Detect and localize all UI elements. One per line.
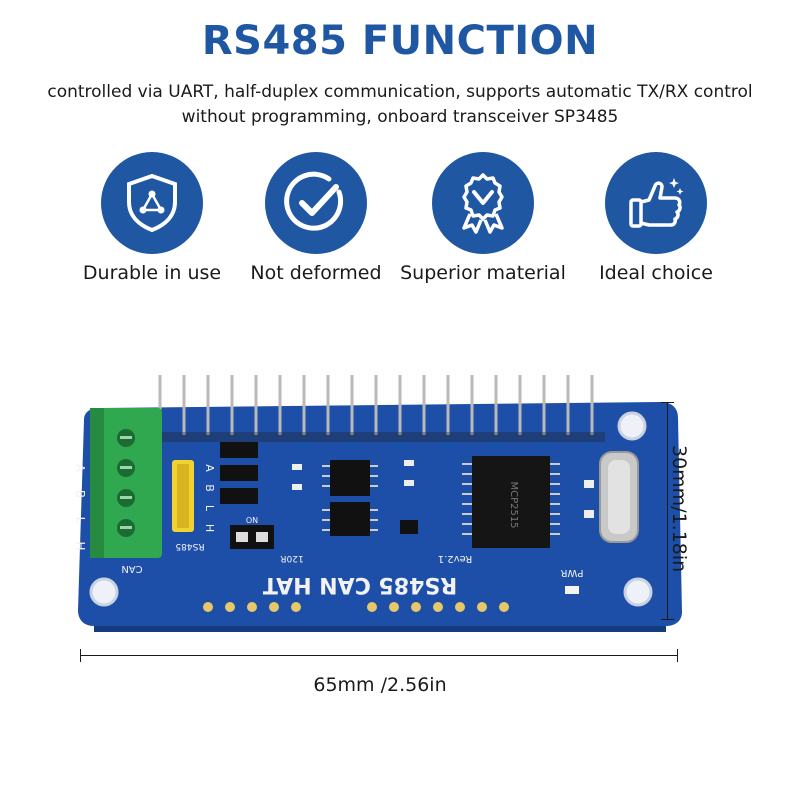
thumbs-up-icon bbox=[605, 152, 707, 254]
can-silkscreen: CAN bbox=[121, 563, 142, 574]
feature-label: Durable in use bbox=[82, 262, 222, 284]
chip-marking: MCP2515 bbox=[508, 481, 519, 528]
mounting-hole bbox=[623, 577, 653, 607]
svg-text:B: B bbox=[203, 484, 216, 492]
feature-superior-material: Superior material bbox=[398, 152, 568, 284]
yellow-jumper bbox=[172, 460, 194, 532]
mounting-hole bbox=[617, 411, 647, 441]
svg-text:A: A bbox=[203, 464, 216, 472]
width-dimension-label: 65mm /2.56in bbox=[313, 674, 447, 696]
ic-chip bbox=[330, 502, 370, 536]
svg-text:B: B bbox=[73, 490, 87, 498]
120r-silkscreen: 120R bbox=[280, 553, 303, 563]
svg-text:A: A bbox=[73, 464, 87, 473]
dip-switch bbox=[230, 525, 274, 549]
rev-silkscreen: Rev2.1 bbox=[438, 553, 472, 564]
check-circle-icon bbox=[265, 152, 367, 254]
mounting-hole bbox=[89, 577, 119, 607]
feature-not-deformed: Not deformed bbox=[231, 152, 401, 284]
bottom-pads bbox=[201, 600, 511, 614]
award-badge-icon bbox=[432, 152, 534, 254]
page-title: RS485 FUNCTION bbox=[201, 18, 599, 64]
board-name-silkscreen: RS485 CAN HAT bbox=[263, 572, 457, 597]
crystal-oscillator bbox=[599, 451, 639, 543]
feature-durable: Durable in use bbox=[67, 152, 237, 284]
feature-label: Not deformed bbox=[250, 262, 382, 284]
width-dimension-line bbox=[80, 649, 678, 662]
shield-icon bbox=[101, 152, 203, 254]
terminal-block bbox=[90, 408, 162, 558]
mcp2515-chip bbox=[462, 456, 560, 548]
feature-label: Ideal choice bbox=[599, 262, 713, 284]
rs485-can-hat-board-image: MCP2515 RS485 CAN HAT Rev2.1 PWR CAN RS4… bbox=[73, 375, 682, 632]
description: controlled via UART, half-duplex communi… bbox=[47, 82, 753, 127]
ic-chip bbox=[330, 460, 370, 496]
height-dimension-line bbox=[661, 402, 674, 620]
on-silkscreen: ON bbox=[246, 516, 258, 525]
pwr-led bbox=[565, 586, 579, 594]
svg-text:H: H bbox=[73, 541, 87, 550]
svg-text:L: L bbox=[203, 505, 216, 512]
gpio-header-pins bbox=[158, 375, 594, 435]
rs485-silkscreen: RS485 bbox=[175, 541, 204, 551]
feature-label: Superior material bbox=[400, 262, 566, 284]
feature-ideal-choice: Ideal choice bbox=[571, 152, 741, 284]
pwr-silkscreen: PWR bbox=[561, 567, 584, 578]
height-dimension-label: 30mm/1.18in bbox=[668, 445, 690, 573]
svg-text:L: L bbox=[73, 517, 87, 524]
svg-text:H: H bbox=[203, 524, 216, 532]
